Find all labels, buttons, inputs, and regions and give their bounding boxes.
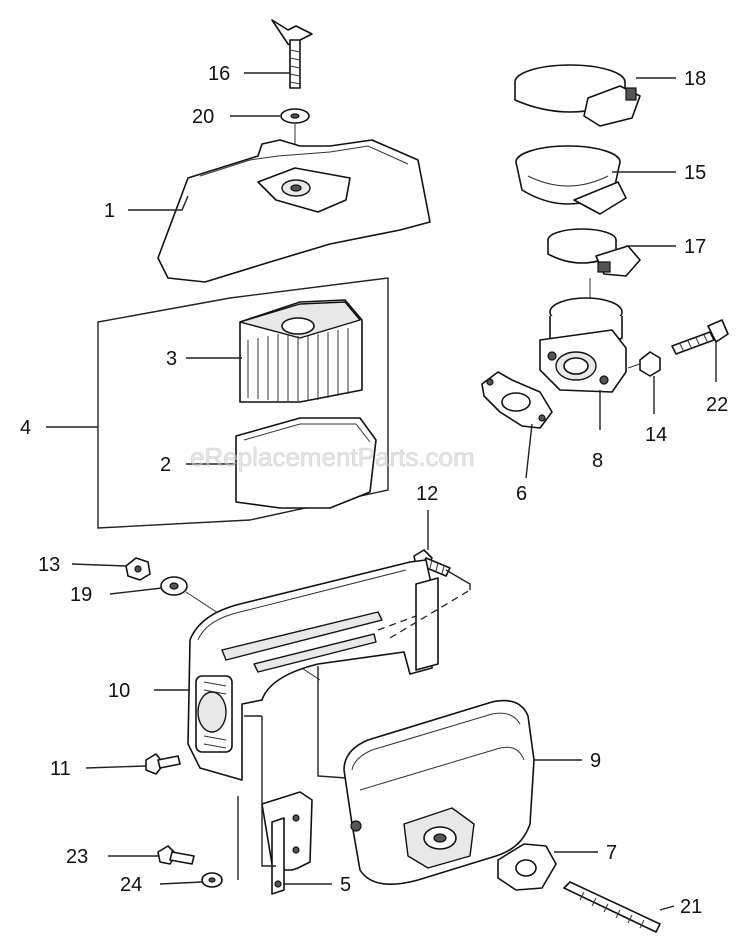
callout-16: 16 bbox=[208, 63, 230, 85]
watermark: eReplacementParts.com bbox=[190, 442, 475, 472]
part-21-stud bbox=[563, 881, 661, 933]
callout-2: 2 bbox=[160, 454, 171, 476]
callout-10: 10 bbox=[108, 680, 130, 702]
part-15-duct-ring bbox=[515, 145, 627, 215]
callout-labels: 16 20 1 3 4 2 18 15 17 22 14 8 6 12 13 1… bbox=[20, 63, 728, 918]
part-23-bolt bbox=[157, 845, 195, 865]
part-22-bolt bbox=[671, 319, 729, 355]
part-13-nut bbox=[125, 557, 151, 581]
callout-4: 4 bbox=[20, 417, 31, 439]
callout-20: 20 bbox=[192, 106, 214, 128]
callout-13: 13 bbox=[38, 554, 60, 576]
callout-15: 15 bbox=[684, 162, 706, 184]
part-24-washer bbox=[201, 872, 223, 888]
part-6-gasket bbox=[481, 371, 553, 429]
part-14-nut bbox=[627, 351, 661, 377]
callout-21: 21 bbox=[680, 896, 702, 918]
leader-lines bbox=[46, 72, 717, 911]
part-9-muffler bbox=[317, 666, 535, 886]
callout-23: 23 bbox=[66, 846, 88, 868]
callout-11: 11 bbox=[50, 758, 71, 780]
part-7-exhaust-gasket bbox=[497, 843, 557, 891]
callout-14: 14 bbox=[645, 424, 667, 446]
part-1-air-cleaner-cover bbox=[157, 139, 431, 283]
callout-6: 6 bbox=[516, 483, 527, 505]
callout-8: 8 bbox=[592, 450, 603, 472]
part-2-pre-cleaner bbox=[235, 417, 377, 509]
part-11-screw bbox=[145, 753, 181, 775]
callout-5: 5 bbox=[340, 874, 351, 896]
callout-24: 24 bbox=[120, 874, 142, 896]
part-5-mount-bracket bbox=[237, 715, 313, 895]
callout-1: 1 bbox=[104, 200, 115, 222]
callout-18: 18 bbox=[684, 68, 706, 90]
callout-12: 12 bbox=[416, 483, 438, 505]
callout-9: 9 bbox=[590, 750, 601, 772]
callout-3: 3 bbox=[166, 348, 177, 370]
callout-7: 7 bbox=[606, 842, 617, 864]
part-16-wing-bolt bbox=[271, 19, 313, 89]
callout-19: 19 bbox=[70, 584, 92, 606]
part-8-elbow-adapter bbox=[539, 297, 627, 393]
callout-17: 17 bbox=[684, 236, 706, 258]
part-10-heat-shield bbox=[187, 559, 471, 781]
part-17-small-clamp bbox=[547, 228, 641, 300]
part-18-clamp bbox=[514, 64, 641, 127]
callout-22: 22 bbox=[706, 394, 728, 416]
part-3-filter-element bbox=[239, 299, 363, 403]
